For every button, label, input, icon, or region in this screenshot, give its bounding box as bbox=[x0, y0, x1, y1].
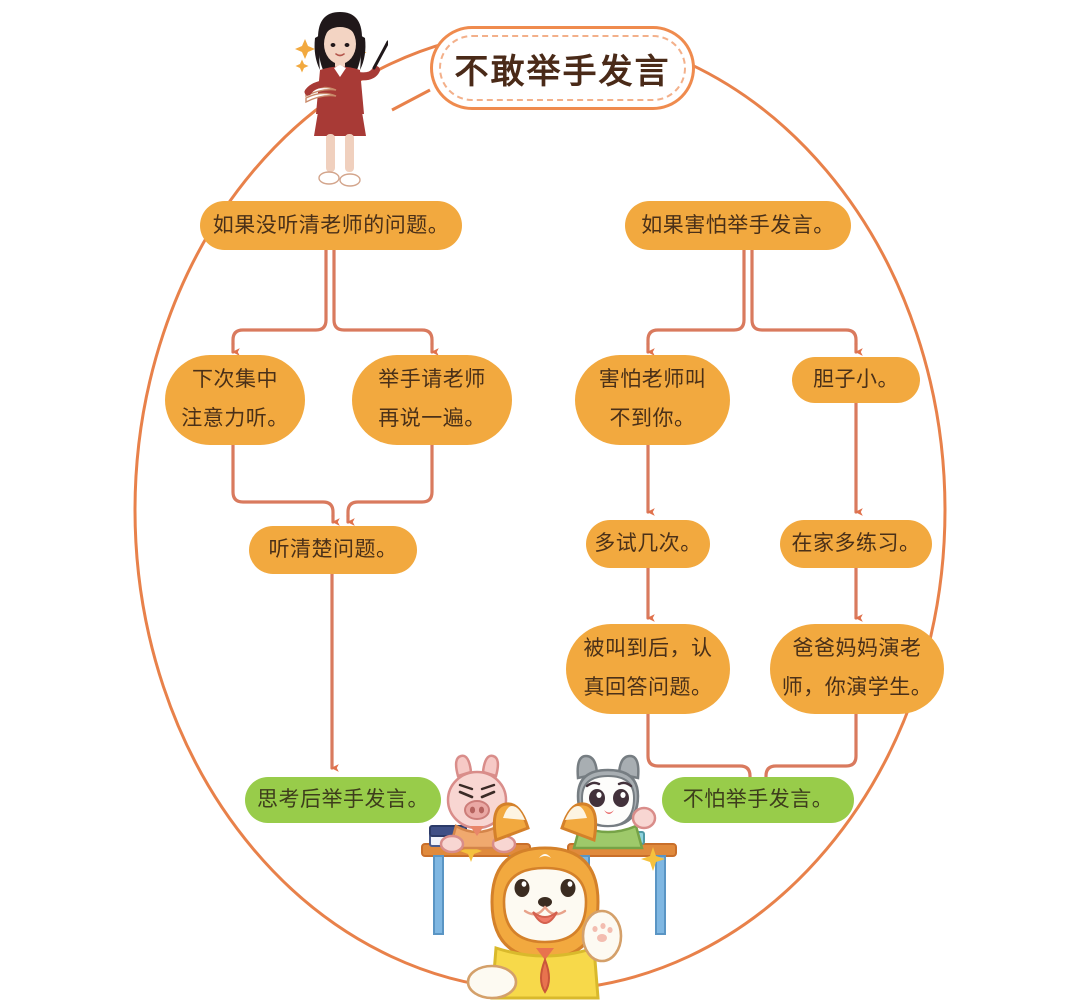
node-right-action-2[interactable]: 爸爸妈妈演老 师，你演学生。 bbox=[770, 624, 944, 714]
node-left-merge[interactable]: 听清楚问题。 bbox=[249, 526, 417, 574]
left-merge-b bbox=[346, 443, 434, 518]
node-right-action-1[interactable]: 被叫到后，认 真回答问题。 bbox=[566, 624, 730, 714]
node-right-result-label: 不怕举手发言。 bbox=[682, 788, 834, 812]
left-merge-a bbox=[231, 443, 335, 518]
node-right-option-1[interactable]: 害怕老师叫 不到你。 bbox=[575, 355, 730, 445]
right-trunk-a bbox=[646, 248, 746, 346]
title-bubble: 不敢举手发言 bbox=[430, 26, 695, 110]
node-left-root[interactable]: 如果没听清老师的问题。 bbox=[200, 201, 462, 250]
node-left-root-label: 如果没听清老师的问题。 bbox=[212, 213, 450, 237]
node-right-option-1-line2: 不到你。 bbox=[609, 407, 696, 430]
node-left-merge-label: 听清楚问题。 bbox=[268, 538, 398, 562]
node-left-option-1-line2: 注意力听。 bbox=[181, 407, 289, 430]
node-left-option-1-line1: 下次集中 bbox=[192, 368, 278, 392]
left-trunk-b bbox=[332, 248, 434, 346]
node-left-option-2-line1: 举手请老师 bbox=[378, 368, 486, 392]
right-trunk-b bbox=[750, 248, 858, 346]
node-right-result[interactable]: 不怕举手发言。 bbox=[662, 777, 854, 823]
node-right-root[interactable]: 如果害怕举手发言。 bbox=[625, 201, 851, 250]
node-right-step-1[interactable]: 多试几次。 bbox=[586, 520, 710, 568]
node-right-option-2-line1: 胆子小。 bbox=[813, 368, 899, 392]
classroom-animals-illustration bbox=[421, 754, 677, 1000]
node-left-option-1[interactable]: 下次集中 注意力听。 bbox=[165, 355, 305, 445]
node-right-option-1-line1: 害怕老师叫 bbox=[598, 368, 707, 392]
left-trunk-a bbox=[231, 248, 328, 346]
node-right-action-1-line2: 真回答问题。 bbox=[583, 676, 713, 699]
page-title: 不敢举手发言 bbox=[454, 52, 671, 91]
node-right-action-2-line2: 师，你演学生。 bbox=[781, 676, 933, 699]
node-right-step-2[interactable]: 在家多练习。 bbox=[780, 520, 932, 568]
title-tail bbox=[391, 88, 431, 112]
teacher-illustration bbox=[295, 12, 388, 187]
node-right-step-2-label: 在家多练习。 bbox=[791, 532, 921, 556]
node-left-option-2[interactable]: 举手请老师 再说一遍。 bbox=[352, 355, 512, 445]
node-left-option-2-line2: 再说一遍。 bbox=[378, 407, 486, 430]
right-merge-b bbox=[764, 712, 858, 782]
node-right-step-1-label: 多试几次。 bbox=[594, 532, 702, 556]
node-right-root-label: 如果害怕举手发言。 bbox=[641, 213, 835, 237]
node-right-option-2[interactable]: 胆子小。 bbox=[792, 357, 920, 403]
node-right-action-2-line1: 爸爸妈妈演老 bbox=[792, 637, 922, 661]
node-right-action-1-line1: 被叫到后，认 bbox=[583, 637, 713, 661]
